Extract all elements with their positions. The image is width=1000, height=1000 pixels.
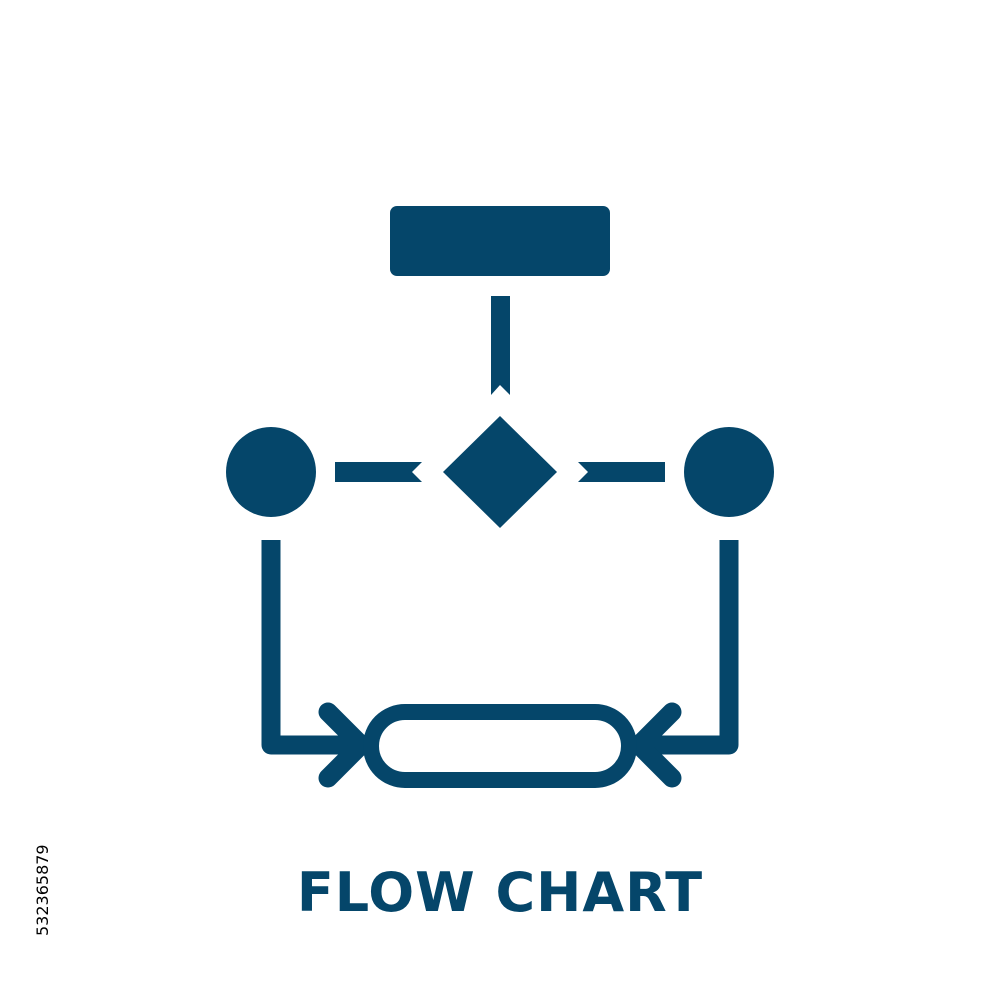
start-circle: [226, 427, 316, 517]
right-loop-line: [645, 540, 739, 755]
left-loop-line: [261, 540, 355, 755]
right-arrowhead: [629, 702, 682, 788]
stock-image-id: 532365879: [33, 844, 52, 936]
right-connector-line: [578, 462, 665, 482]
terminator-pill: [363, 704, 637, 788]
decision-diamond: [443, 416, 557, 528]
process-rectangle: [390, 206, 610, 276]
left-connector-line: [335, 462, 422, 482]
left-arrowhead: [318, 702, 371, 788]
connector-line: [491, 296, 510, 395]
end-circle: [684, 427, 774, 517]
icon-caption: FLOW CHART: [296, 861, 704, 924]
